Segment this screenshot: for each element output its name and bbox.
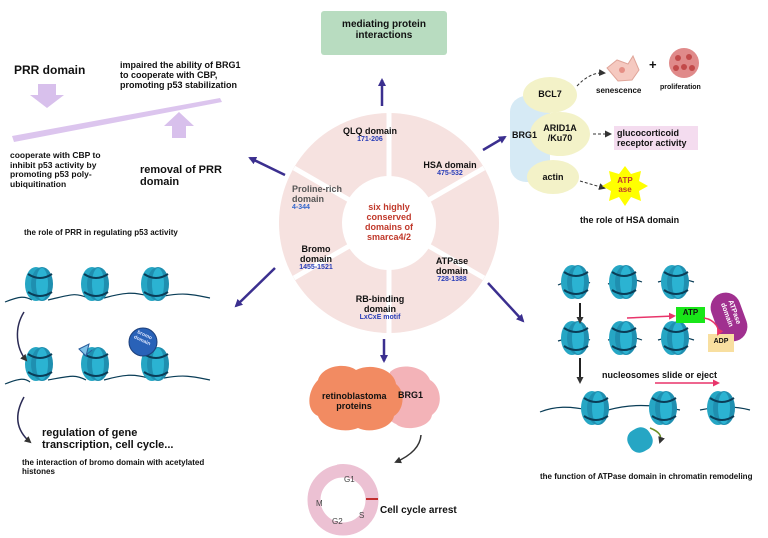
rb-g1: G1	[344, 475, 355, 484]
hsa-panel	[510, 48, 699, 206]
bromo-panel	[4, 266, 211, 444]
prr-panel	[12, 84, 222, 142]
segment-bromo: Bromo domain 1455-1521	[288, 244, 344, 272]
hsa-proliferation: proliferation	[660, 84, 701, 91]
segment-proline-name: Proline-rich domain	[292, 184, 343, 205]
atpase-slide: nucleosomes slide or eject	[602, 370, 718, 380]
rb-m: M	[316, 499, 323, 508]
hsa-bcl7: BCL7	[538, 89, 562, 99]
segment-rb-range: LxCxE motif	[359, 314, 401, 322]
hsa-arid: ARID1A /Ku70	[543, 123, 577, 144]
prr-cooperate-text: cooperate with CBP to inhibit p53 activi…	[10, 150, 101, 189]
rb-retino: retinoblastoma proteins	[322, 391, 387, 412]
atpase-caption: the function of ATPase domain in chromat…	[540, 472, 753, 481]
segment-qlq-name: QLQ domain	[343, 126, 397, 136]
segment-hsa: HSA domain 475-532	[420, 160, 480, 178]
rb-panel	[307, 365, 440, 536]
segment-atpase-name: ATPase domain	[435, 256, 469, 277]
hsa-plus: +	[649, 57, 657, 72]
segment-atpase: ATPase domain 728-1388	[420, 256, 484, 284]
prr-removal-text: removal of PRR domain	[140, 164, 222, 189]
hsa-actin: actin	[542, 172, 564, 182]
segment-hsa-name: HSA domain	[423, 160, 477, 170]
bromo-caption: the interaction of bromo domain with ace…	[22, 458, 205, 476]
mediating-text: mediating protein interactions	[342, 19, 426, 42]
hsa-glucocorticoid: glucocorticoid receptor activity	[617, 128, 687, 149]
rb-s: S	[359, 511, 365, 520]
prr-caption: the role of PRR in regulating p53 activi…	[24, 228, 178, 237]
center-title: six highly conserved domains of smarca4/…	[364, 202, 413, 243]
atpase-panel	[539, 264, 751, 453]
segment-proline: Proline-rich domain 4-344	[292, 184, 356, 212]
domain-wheel	[279, 113, 499, 333]
segment-qlq-range: 171-206	[357, 136, 383, 144]
segment-hsa-range: 475-532	[437, 170, 463, 178]
segment-qlq: QLQ domain 171-206	[340, 126, 400, 144]
segment-atpase-range: 728-1388	[437, 276, 467, 284]
hsa-atpase-star: ATP ase	[617, 176, 633, 194]
prr-impaired-text: impaired the ability of BRG1 to cooperat…	[120, 60, 241, 91]
segment-bromo-name: Bromo domain	[299, 244, 332, 265]
rb-brg1: BRG1	[398, 390, 424, 400]
hsa-caption: the role of HSA domain	[580, 215, 680, 225]
segment-bromo-range: 1455-1521	[299, 264, 333, 272]
mediating-box	[321, 11, 447, 55]
hsa-brg1: BRG1	[512, 130, 538, 140]
rb-arrest: Cell cycle arrest	[380, 505, 457, 516]
segment-rb-name: RB-binding domain	[355, 294, 405, 315]
prr-domain-label: PRR domain	[14, 63, 86, 77]
segment-proline-range: 4-344	[292, 204, 310, 212]
atpase-adp: ADP	[713, 338, 729, 345]
rb-g2: G2	[332, 517, 343, 526]
hsa-senescence: senescence	[596, 86, 642, 95]
atpase-atp: ATP	[682, 308, 699, 317]
radial-arrows	[234, 78, 525, 363]
bromo-regulation: regulation of gene transcription, cell c…	[42, 427, 174, 452]
segment-rb: RB-binding domain LxCxE motif	[342, 294, 418, 322]
